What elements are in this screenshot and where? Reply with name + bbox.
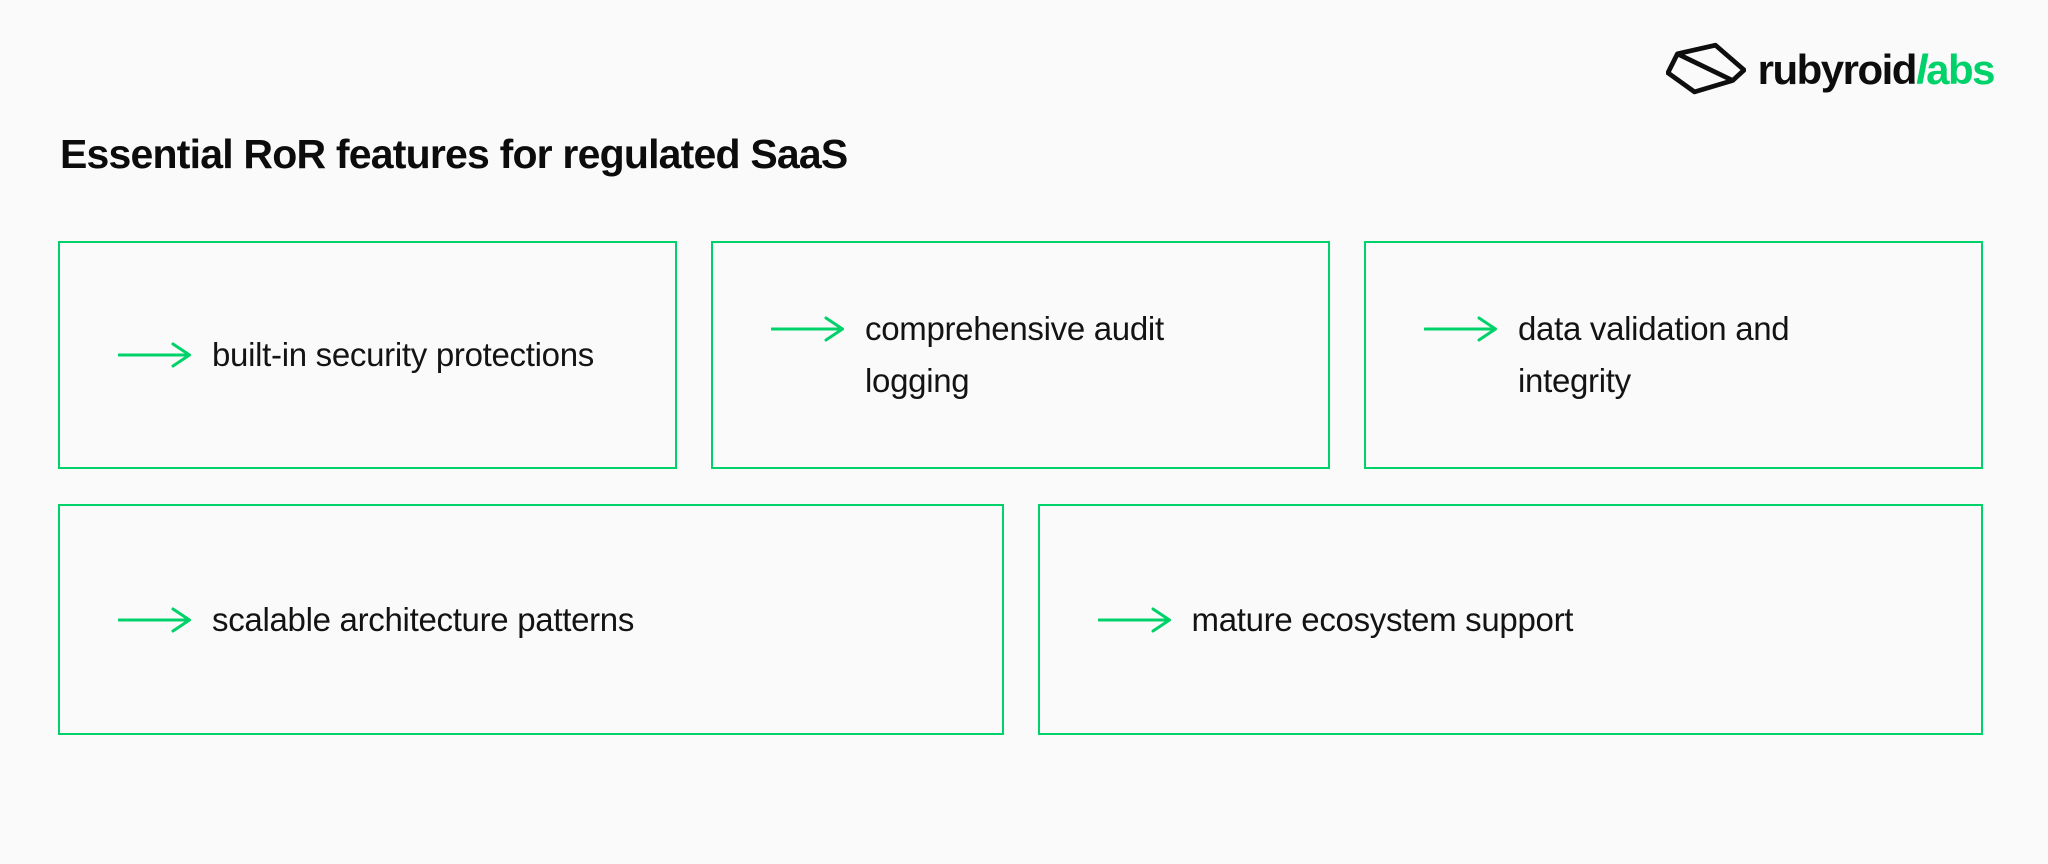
arrow-right-icon xyxy=(1424,316,1498,342)
feature-card-ecosystem-support: mature ecosystem support xyxy=(1037,504,1983,735)
features-grid: built-in security protections comprehens… xyxy=(58,241,1983,735)
feature-card-data-validation: data validation and integrity xyxy=(1364,241,1983,469)
origami-gem-icon xyxy=(1665,42,1746,98)
brand-name: rubyroidlabs xyxy=(1757,46,1996,94)
feature-card-audit-logging: comprehensive audit logging xyxy=(711,241,1330,469)
feature-label: data validation and integrity xyxy=(1518,310,1790,399)
arrow-right-icon xyxy=(771,316,845,342)
feature-card-built-in-security: built-in security protections xyxy=(58,241,677,469)
arrow-right-icon xyxy=(118,342,192,368)
arrow-right-icon xyxy=(1097,607,1172,633)
feature-card-scalable-architecture: scalable architecture patterns xyxy=(58,504,1004,735)
feature-label: scalable architecture patterns xyxy=(212,600,635,638)
brand-name-green: labs xyxy=(1915,46,1996,93)
brand-logo: rubyroidlabs xyxy=(1665,42,1996,98)
page-title: Essential RoR features for regulated Saa… xyxy=(60,131,848,177)
arrow-right-icon xyxy=(118,607,192,633)
feature-label: mature ecosystem support xyxy=(1191,600,1574,638)
feature-label: comprehensive audit logging xyxy=(865,310,1164,399)
brand-name-black: rubyroid xyxy=(1757,46,1918,93)
feature-label: built-in security protections xyxy=(212,336,594,373)
